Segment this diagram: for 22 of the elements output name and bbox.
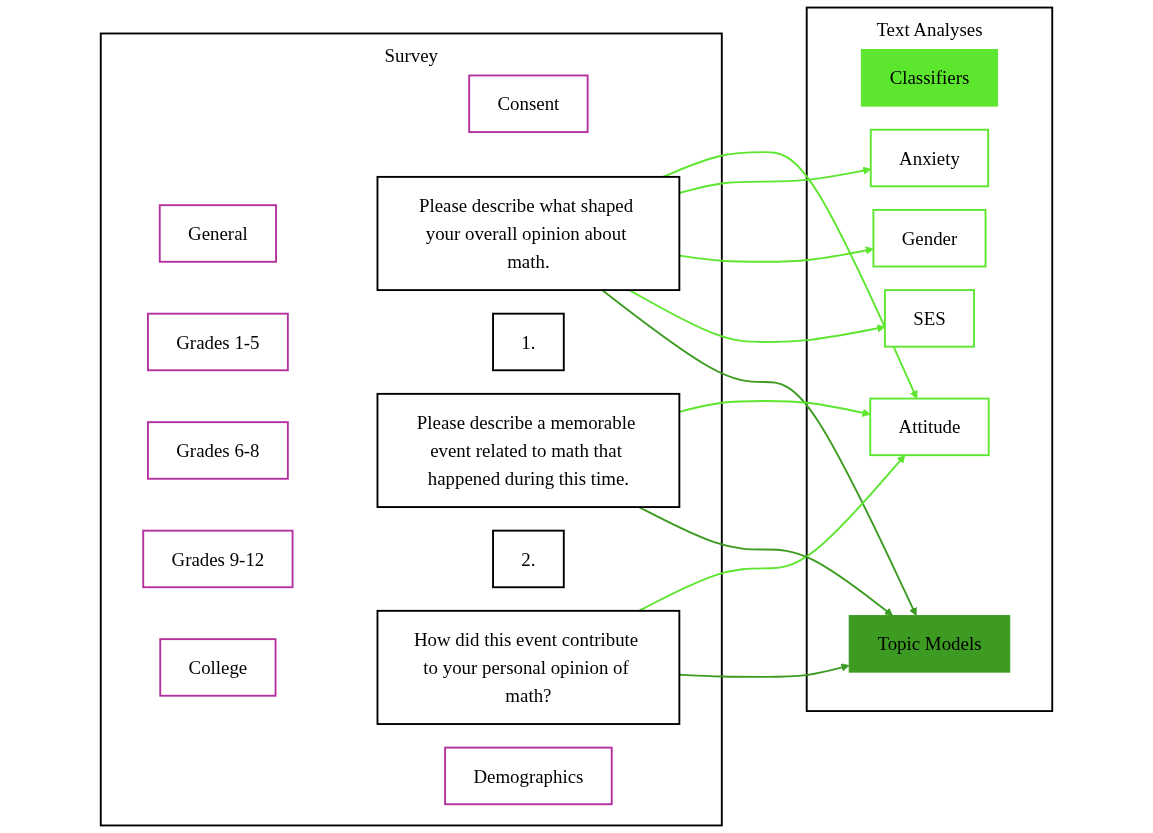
node-box: Demographics xyxy=(444,746,613,806)
node-box: General xyxy=(158,204,277,263)
node-box: Please describe a memorable event related to math that happened during this time. xyxy=(376,392,681,508)
node-box: Classifiers xyxy=(860,49,999,107)
node-box: 2. xyxy=(492,529,565,589)
node-box: Anxiety xyxy=(869,128,990,188)
node-box: College xyxy=(159,638,277,697)
arrow xyxy=(637,454,906,612)
node-box: Attitude xyxy=(869,397,990,457)
node-box: 1. xyxy=(492,312,565,372)
node-box: Gender xyxy=(872,208,987,268)
node-box: SES xyxy=(883,289,975,348)
node-box: Topic Models xyxy=(848,615,1011,673)
node-box: Grades 6-8 xyxy=(147,421,289,480)
arrow xyxy=(662,151,918,399)
node-box: Grades 1-5 xyxy=(147,312,289,372)
arrow xyxy=(601,289,917,616)
arrow xyxy=(637,506,893,616)
node-box: Grades 9-12 xyxy=(142,529,294,589)
node-box: Please describe what shaped your overall opinion about math. xyxy=(376,175,681,292)
node-box: Consent xyxy=(468,74,589,133)
node-box: How did this event contribute to your personal opinion of math? xyxy=(376,609,681,725)
